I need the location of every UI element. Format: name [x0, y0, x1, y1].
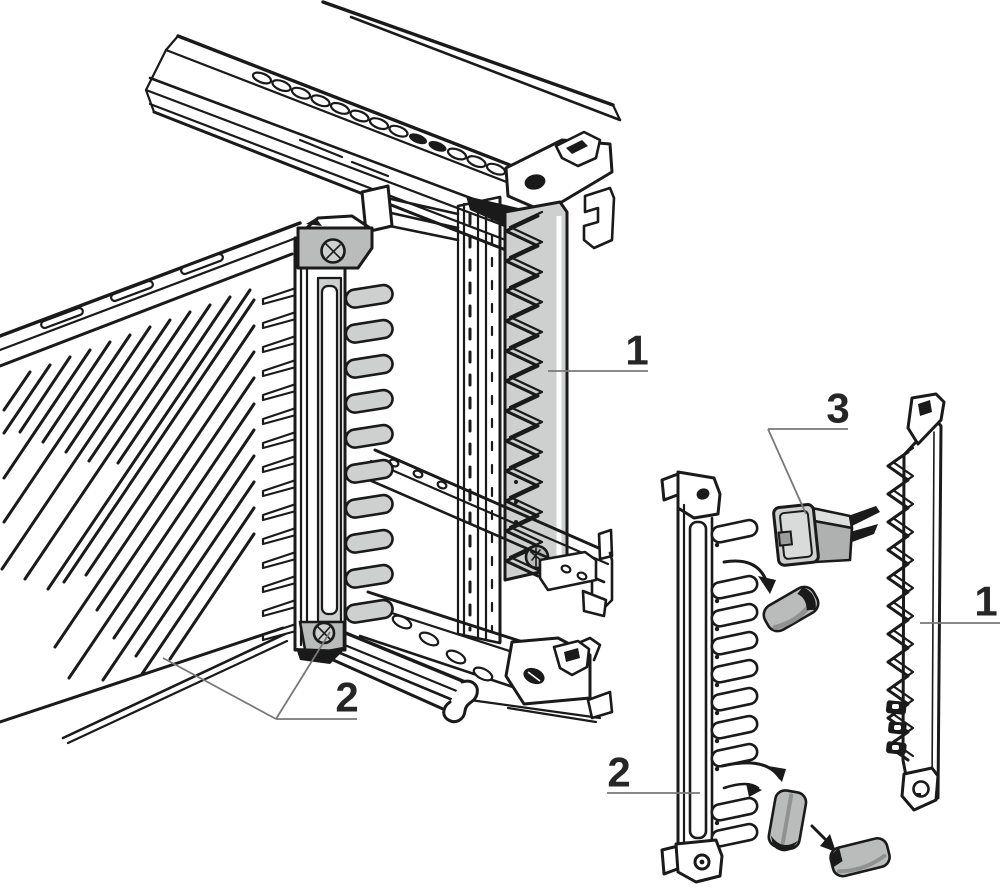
- curved-arrow-icon: [720, 761, 782, 780]
- installed-panel-zigzag-echo: [508, 210, 544, 574]
- tooth-strip-latch-section: [885, 700, 907, 755]
- back-bottom-rail: [365, 448, 614, 618]
- exploded-tooth-strip: [885, 392, 946, 812]
- top-rail: [144, 34, 558, 256]
- side-panel-hatching: [0, 288, 256, 682]
- installed-panel: [503, 200, 569, 582]
- front-rail-holes: [391, 614, 494, 682]
- din-rail-end-profile: [442, 679, 479, 724]
- middle-rail-slots: [40, 252, 224, 330]
- strip-teeth: [710, 518, 759, 852]
- callout-installed-panel: 1: [548, 327, 649, 374]
- snap-clip: [772, 503, 880, 567]
- front-card-guide: [261, 214, 394, 664]
- exploded-guide-strip: [660, 470, 759, 884]
- callout-guide-strip: 2: [607, 749, 700, 796]
- main-assembly: 1 2: [0, 0, 649, 745]
- corner-foot-hook: [581, 589, 608, 618]
- top-cover-edge: [321, 0, 622, 122]
- callout-tooth-strip: 1: [920, 578, 1000, 625]
- guide-teeth: [344, 283, 394, 624]
- back-rail-holes: [388, 458, 448, 490]
- insert-wedges: [720, 559, 891, 878]
- cap-wedge-bottom: [829, 836, 891, 878]
- front-bottom-rail: [358, 590, 614, 724]
- curved-arrow-icon: [722, 782, 760, 790]
- side-panel-bottom-edge: [0, 626, 289, 745]
- exploded-view: 3 2 1: [607, 385, 1000, 884]
- callout-installed-guide: 2: [162, 631, 359, 721]
- cap-wedge-top: [762, 585, 820, 633]
- callout-label-2-exploded: 2: [607, 749, 630, 796]
- tooth-strip-top-tab: [906, 392, 946, 446]
- callout-label-2-main: 2: [335, 674, 358, 721]
- guide-fins: [261, 286, 298, 642]
- callout-label-1-main: 1: [625, 327, 648, 374]
- middle-rail: [0, 184, 460, 368]
- panel-latch-dots: [514, 480, 518, 524]
- cap-wedge-vertical: [767, 789, 808, 852]
- callout-label-1-exploded: 1: [974, 578, 997, 625]
- frame-corner-top-right: [466, 130, 616, 250]
- callout-label-3: 3: [826, 385, 849, 432]
- rail-clamp-block: [360, 184, 394, 234]
- callout-clip: 3: [767, 385, 850, 515]
- rear-card-guide: [456, 195, 502, 645]
- installed-panel-zigzag: [504, 214, 540, 578]
